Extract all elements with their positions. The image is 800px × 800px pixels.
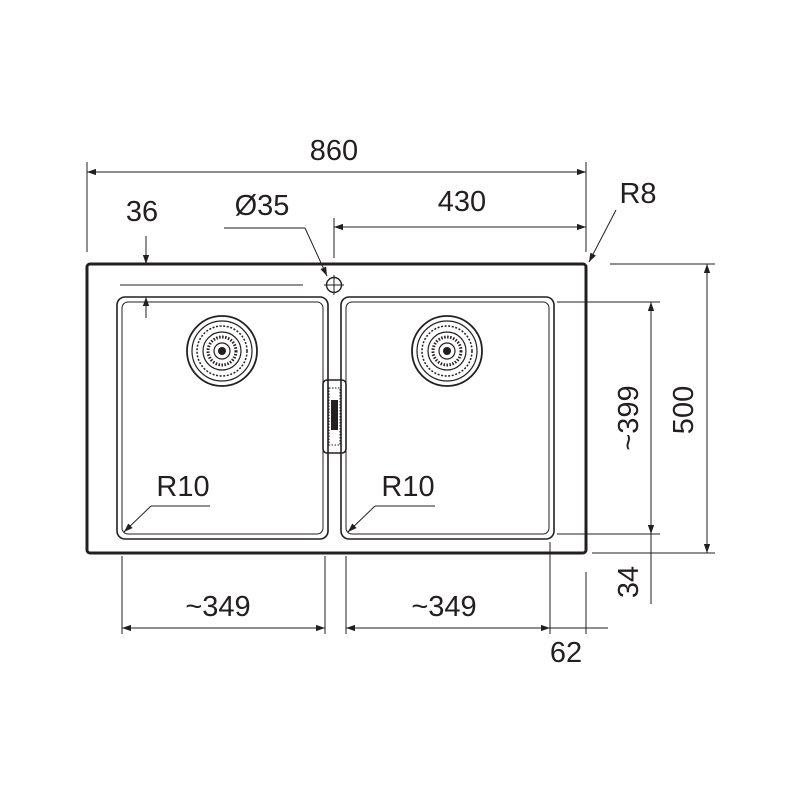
overflow-slot bbox=[322, 379, 347, 454]
dim-label-left-bowl-width: ~349 bbox=[185, 591, 250, 623]
dim-label-overall-depth: 500 bbox=[668, 386, 700, 434]
sink-outer-rim bbox=[85, 262, 588, 555]
tap-hole-icon bbox=[324, 275, 344, 295]
sink-outline bbox=[85, 262, 588, 555]
left-drain-strainer-icon bbox=[186, 315, 258, 387]
dim-label-tap-hole: Ø35 bbox=[235, 190, 290, 222]
dim-right-bowl-width: ~349 bbox=[345, 542, 551, 634]
right-drain-strainer-icon bbox=[411, 315, 483, 387]
dim-label-outer-radius: R8 bbox=[619, 178, 656, 210]
dim-tap-offset: 36 bbox=[120, 196, 303, 318]
dim-half-width: 430 bbox=[333, 186, 586, 258]
dim-label-rim-bottom-offset: 34 bbox=[613, 566, 645, 598]
dim-overall-depth: 500 bbox=[592, 263, 715, 554]
dim-overall-width: 860 bbox=[86, 135, 587, 252]
dim-right-bowl-radius: R10 bbox=[347, 471, 435, 533]
dim-label-rim-right-offset: 62 bbox=[550, 637, 582, 669]
dim-label-tap-offset: 36 bbox=[126, 196, 158, 228]
dim-label-left-bowl-radius: R10 bbox=[156, 471, 209, 503]
right-bowl bbox=[340, 296, 555, 540]
dim-left-bowl-width: ~349 bbox=[121, 556, 326, 634]
dim-label-bowl-depth: ~399 bbox=[613, 385, 645, 450]
dim-left-bowl-radius: R10 bbox=[123, 471, 210, 533]
dim-bowl-depth: ~399 bbox=[557, 301, 660, 535]
dim-outer-radius: R8 bbox=[588, 178, 657, 263]
left-bowl bbox=[116, 296, 329, 540]
dim-label-overall-width: 860 bbox=[310, 135, 358, 167]
dim-tap-hole: Ø35 bbox=[224, 190, 328, 277]
dim-label-half-width: 430 bbox=[438, 186, 486, 218]
dim-label-right-bowl-radius: R10 bbox=[381, 471, 434, 503]
dim-rim-right-offset: 62 bbox=[550, 572, 608, 669]
dim-label-right-bowl-width: ~349 bbox=[411, 591, 476, 623]
dim-rim-bottom-offset: 34 bbox=[613, 534, 652, 604]
